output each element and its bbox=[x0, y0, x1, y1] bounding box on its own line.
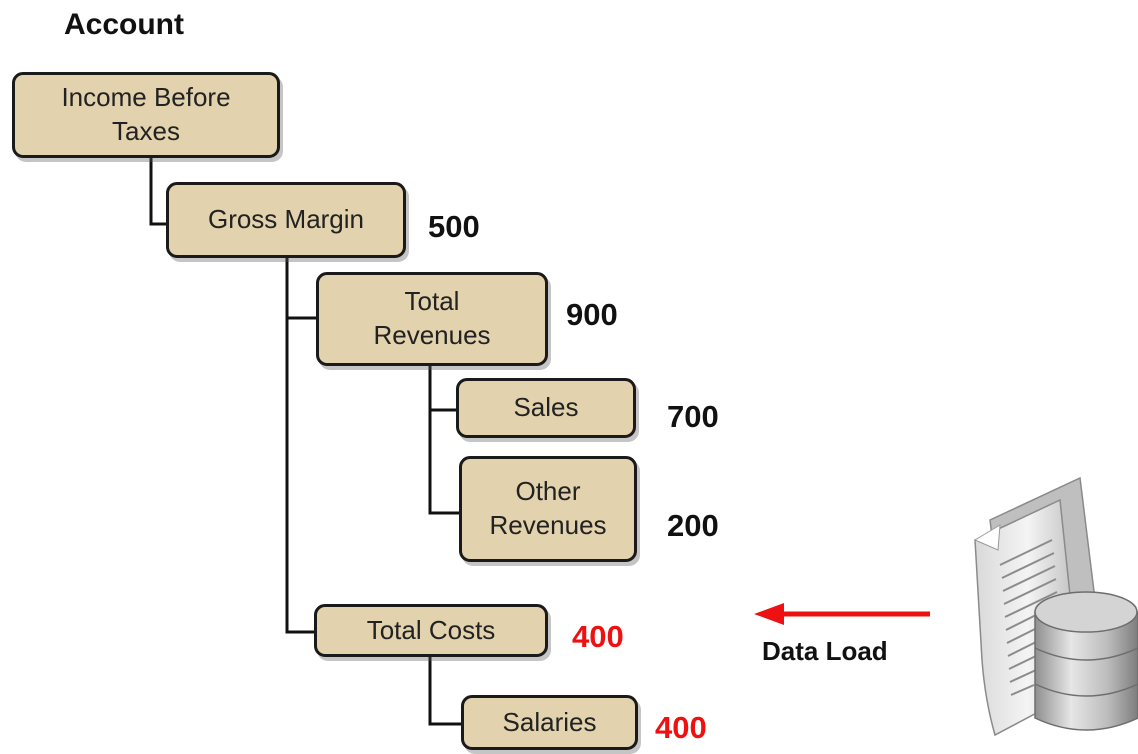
connector-gross-children bbox=[285, 258, 314, 634]
node-label: Other Revenues bbox=[489, 476, 607, 540]
value-total-costs: 400 bbox=[572, 619, 624, 654]
node-income-before-taxes[interactable]: Income Before Taxes bbox=[12, 72, 280, 158]
node-label: Total Revenues bbox=[373, 286, 491, 350]
node-total-revenues[interactable]: Total Revenues bbox=[316, 272, 548, 366]
value-total-revenues: 900 bbox=[566, 297, 618, 332]
value-other-revenues: 200 bbox=[667, 508, 719, 543]
node-label: Salaries bbox=[502, 706, 597, 737]
node-gross-margin[interactable]: Gross Margin bbox=[166, 182, 406, 258]
node-label: Gross Margin bbox=[207, 204, 365, 235]
dimension-title: Account bbox=[64, 8, 184, 41]
value-sales: 700 bbox=[667, 399, 719, 434]
node-other-revenues[interactable]: Other Revenues bbox=[459, 456, 637, 562]
node-label: Total Costs bbox=[366, 614, 496, 645]
connector-income-gross bbox=[149, 158, 166, 226]
connector-revenues-children bbox=[428, 366, 459, 515]
node-label: Income Before Taxes bbox=[61, 82, 231, 146]
node-label: Sales bbox=[513, 392, 579, 423]
node-total-costs[interactable]: Total Costs bbox=[314, 604, 548, 657]
node-salaries[interactable]: Salaries bbox=[461, 695, 638, 750]
value-gross-margin: 500 bbox=[428, 209, 480, 244]
node-sales[interactable]: Sales bbox=[456, 378, 636, 438]
connector-costs-salaries bbox=[428, 657, 461, 726]
value-salaries: 400 bbox=[655, 710, 707, 745]
data-load-label: Data Load bbox=[762, 636, 888, 666]
